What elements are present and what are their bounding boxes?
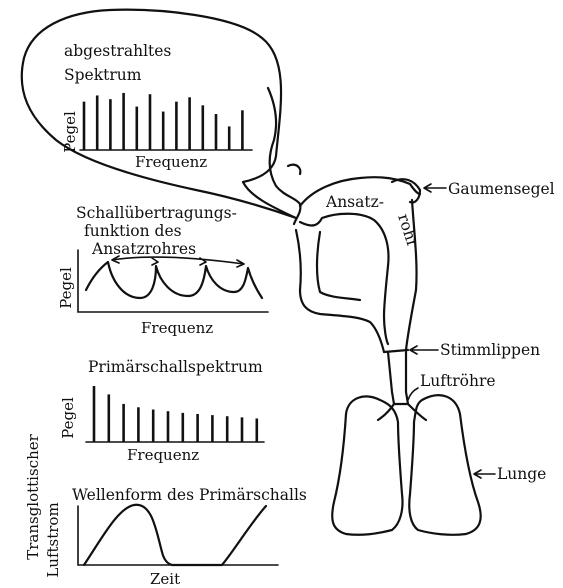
radiated-spectrum-title-line2: Spektrum: [64, 66, 142, 84]
trachea-label: Luftröhre: [420, 372, 496, 390]
time-axis-label: Zeit: [150, 570, 180, 588]
transfer-function-axes: [78, 250, 268, 312]
tongue-upper: [300, 214, 388, 344]
primary-spectrum-bars: [94, 386, 257, 442]
vocal-folds-label: Stimmlippen: [440, 341, 540, 359]
transfer-level-axis-label: Pegel: [57, 267, 75, 309]
bronchi: [378, 404, 426, 420]
radiated-spectrum-title-line1: abgestrahltes: [64, 42, 171, 60]
primary-spectrum-graph: Primärschallspektrum Pegel Frequenz: [59, 358, 264, 464]
transfer-title-line2: funktion des: [84, 222, 182, 240]
airflow-axis-label-line1: Transglottischer: [24, 433, 42, 559]
transfer-title-line3: Ansatzrohres: [91, 240, 196, 258]
left-lung: [332, 396, 402, 534]
lung-arrow: [474, 470, 495, 478]
primary-frequency-axis-label: Frequenz: [127, 446, 199, 464]
transfer-function-curve: [86, 262, 262, 298]
airflow-axis-label-line2: Luftstrom: [44, 502, 62, 577]
soft-palate-label: Gaumensegel: [448, 180, 555, 198]
airflow-waveform: [84, 505, 266, 565]
vocal-folds-arrow: [410, 346, 438, 354]
radiated-spectrum-bars: [84, 93, 242, 150]
nostril: [288, 165, 300, 174]
larynx-right: [406, 352, 408, 404]
trachea-arrow: [408, 388, 418, 400]
waveform-title: Wellenform des Primärschalls: [72, 486, 307, 504]
vocal-folds-line: [384, 350, 408, 352]
face-profile: [268, 88, 300, 224]
tongue-body: [317, 232, 360, 300]
larynx-left: [388, 352, 394, 404]
primary-level-axis-label: Pegel: [59, 397, 77, 439]
lung-label: Lunge: [497, 465, 546, 483]
transfer-title-line1: Schallübertragungs-: [76, 204, 237, 222]
waveform-axes: [78, 506, 278, 565]
speech-anatomy-illustration: Ansatz- rohr: [268, 88, 481, 535]
transfer-frequency-axis-label: Frequenz: [141, 319, 213, 337]
vocal-tract-label-line2: rohr: [394, 212, 422, 251]
radiated-level-axis-label: Pegel: [61, 111, 79, 153]
transfer-function-graph: Schallübertragungs- funktion des Ansatzr…: [57, 204, 268, 337]
soft-palate-arrow: [424, 184, 446, 192]
radiated-frequency-axis-label: Frequenz: [135, 153, 207, 171]
lower-jaw: [296, 230, 384, 352]
callouts: Gaumensegel Stimmlippen Luftröhre Lunge: [408, 180, 555, 483]
vocal-tract-label-line1: Ansatz-: [325, 193, 384, 211]
formant-arrows: [112, 256, 244, 267]
radiated-spectrum-graph: abgestrahltes Spektrum Pegel Frequenz: [61, 42, 252, 171]
primary-spectrum-title: Primärschallspektrum: [88, 358, 263, 376]
